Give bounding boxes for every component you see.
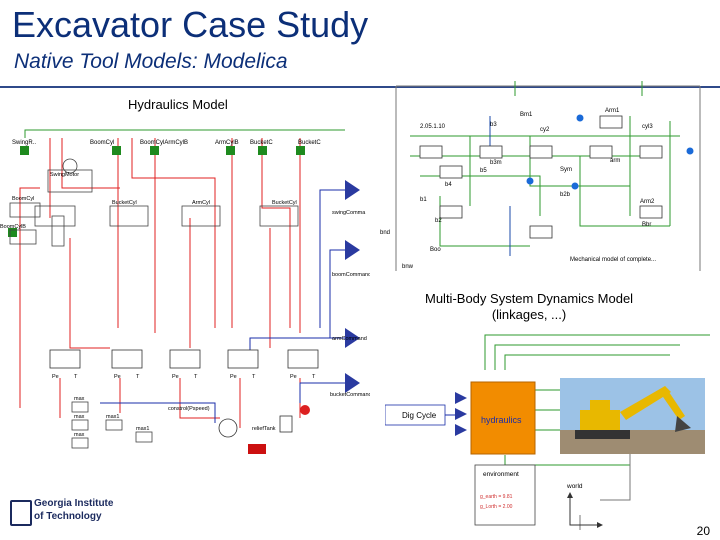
max-label-4: max1: [106, 414, 119, 420]
mech-label-b3m: b3m: [490, 160, 502, 166]
top-port-labels: SwingR.. BoomCyl BoomCylArmCylB ArmCylB …: [12, 140, 321, 146]
dig-cycle-label: Dig Cycle: [402, 411, 437, 420]
max-blocks: [71, 401, 153, 449]
label-arm-command: armCommand: [332, 336, 367, 342]
valve-3-pe: Pe: [172, 374, 179, 380]
label-boomcyl-left: BoomCyl: [12, 196, 34, 202]
top-ports: [8, 146, 305, 237]
mech-label-cy2: cy2: [540, 127, 550, 133]
mech-label-bm1: Bm1: [520, 112, 533, 118]
left-component-labels: SwingMotor BoomCyl BoomCylB BucketCyl Ar…: [0, 172, 297, 230]
hydraulics-block: [470, 381, 536, 455]
valve-1-pe: Pe: [52, 374, 59, 380]
max-labels: max max max max1 max1: [74, 396, 149, 438]
valve-2-pe: Pe: [114, 374, 121, 380]
world-frame: world: [566, 483, 603, 528]
max-label-1: max: [74, 396, 85, 402]
relief-label: reliefTank: [252, 426, 276, 432]
mech-label-sym: Sym: [560, 167, 572, 173]
dig-cycle-block: [385, 404, 446, 426]
label-bucket-command: bucketCommand: [330, 392, 370, 398]
controller: constrol(Pspeed) reliefTank: [168, 405, 310, 454]
logo-line1: Georgia Institute: [34, 498, 114, 509]
valve-labels: Pe T Pe T Pe T Pe T Pe T: [52, 374, 316, 380]
excavator-photo: [560, 378, 705, 454]
world-label: world: [566, 483, 583, 490]
mech-label-b5: b5: [480, 168, 487, 174]
caption-multibody-line2: (linkages, ...): [491, 307, 567, 322]
valve-2-t: T: [136, 374, 140, 380]
logo-mark-icon: [10, 500, 32, 526]
valve-1-t: T: [74, 374, 78, 380]
system-wires: [425, 334, 710, 530]
label-boomcylb: BoomCylB: [0, 224, 26, 230]
mechanical-diagram: Arm1 cyl3 Bm1 2.05.1.10 b3 b3m cy2 b5 Sy…: [380, 81, 701, 271]
slide-title: Excavator Case Study: [12, 4, 369, 45]
command-inputs: [345, 180, 360, 393]
slide-header: Excavator Case Study Native Tool Models:…: [0, 0, 720, 84]
mech-label-b2b: b2b: [560, 192, 571, 198]
valve-4-t: T: [252, 374, 256, 380]
hydraulics-diagram: SwingR.. BoomCyl BoomCylArmCylB ArmCylB …: [0, 129, 370, 454]
label-armcylb: ArmCylB: [215, 140, 239, 146]
mech-label-arm2: Arm2: [640, 199, 655, 205]
max-label-3: max: [74, 432, 85, 438]
hydraulics-inputs: [455, 392, 467, 436]
body-markers: [526, 114, 694, 190]
mech-label-arm1: Arm1: [605, 108, 620, 114]
label-boomcylarmcylb: BoomCylArmCylB: [140, 140, 188, 146]
valve-5-t: T: [312, 374, 316, 380]
mech-label-cyl3: cyl3: [642, 124, 653, 130]
label-bucketcyl-2: BucketCyl: [272, 200, 297, 206]
body-labels: Arm1 cyl3 Bm1 2.05.1.10 b3 b3m cy2 b5 Sy…: [380, 108, 656, 270]
label-swing-command: swingComma: [332, 210, 366, 216]
mech-label-bnw: bnw: [402, 264, 414, 270]
caption-multibody: Multi-Body System Dynamics Model (linkag…: [425, 291, 633, 323]
environment-block: [474, 464, 536, 526]
hydraulics-wires: [19, 129, 345, 428]
label-swingmotor: SwingMotor: [50, 172, 79, 178]
environment-line2: g_Lorth = 2.00: [480, 504, 513, 510]
max-label-2: max: [74, 414, 85, 420]
controller-label: constrol(Pspeed): [168, 406, 210, 412]
mech-label-boo: Boo: [430, 247, 441, 253]
label-boom-command: boomCommand: [332, 272, 370, 278]
system-diagram: Dig Cycle hydraulics environment g_earth…: [385, 334, 710, 530]
valve-row: [49, 349, 319, 369]
mech-caption: Mechanical model of complete...: [570, 257, 656, 263]
label-bucketc-2: BucketC: [298, 140, 321, 146]
slide-subtitle: Native Tool Models: Modelica: [14, 50, 288, 73]
valve-4-pe: Pe: [230, 374, 237, 380]
mech-label-bnd: bnd: [380, 230, 390, 236]
label-bucketcyl-1: BucketCyl: [112, 200, 137, 206]
pressure-source: [300, 405, 310, 415]
label-swingr: SwingR..: [12, 140, 36, 146]
mech-label-b3: b3: [490, 122, 497, 128]
command-labels: swingComma boomCommand armCommand bucket…: [330, 210, 370, 398]
mech-label-b4: b4: [445, 182, 452, 188]
environment-label: environment: [483, 471, 519, 478]
logo-line2: of Technology: [34, 511, 102, 522]
page-number: 20: [696, 524, 710, 538]
body-components: [419, 115, 663, 239]
mech-label-bbr: Bbr: [642, 222, 651, 228]
max-label-5: max1: [136, 426, 149, 432]
mech-label-arm: arm: [610, 158, 620, 164]
label-armcyl: ArmCyl: [192, 200, 210, 206]
mech-label-b2: b2: [435, 218, 442, 224]
left-components: [9, 158, 299, 247]
caption-multibody-line1: Multi-Body System Dynamics Model: [425, 291, 634, 306]
hydraulics-block-label: hydraulics: [481, 415, 522, 425]
label-boomcyl: BoomCyl: [90, 140, 114, 146]
label-bucketc-1: BucketC: [250, 140, 273, 146]
valve-3-t: T: [194, 374, 198, 380]
tank-block: [248, 444, 266, 454]
caption-hydraulics: Hydraulics Model: [128, 97, 228, 112]
valve-5-pe: Pe: [290, 374, 297, 380]
mech-label-b1: b1: [420, 197, 427, 203]
mech-label-dims: 2.05.1.10: [420, 124, 446, 130]
environment-line1: g_earth = 9.81: [480, 494, 513, 500]
header-divider: [0, 86, 720, 88]
